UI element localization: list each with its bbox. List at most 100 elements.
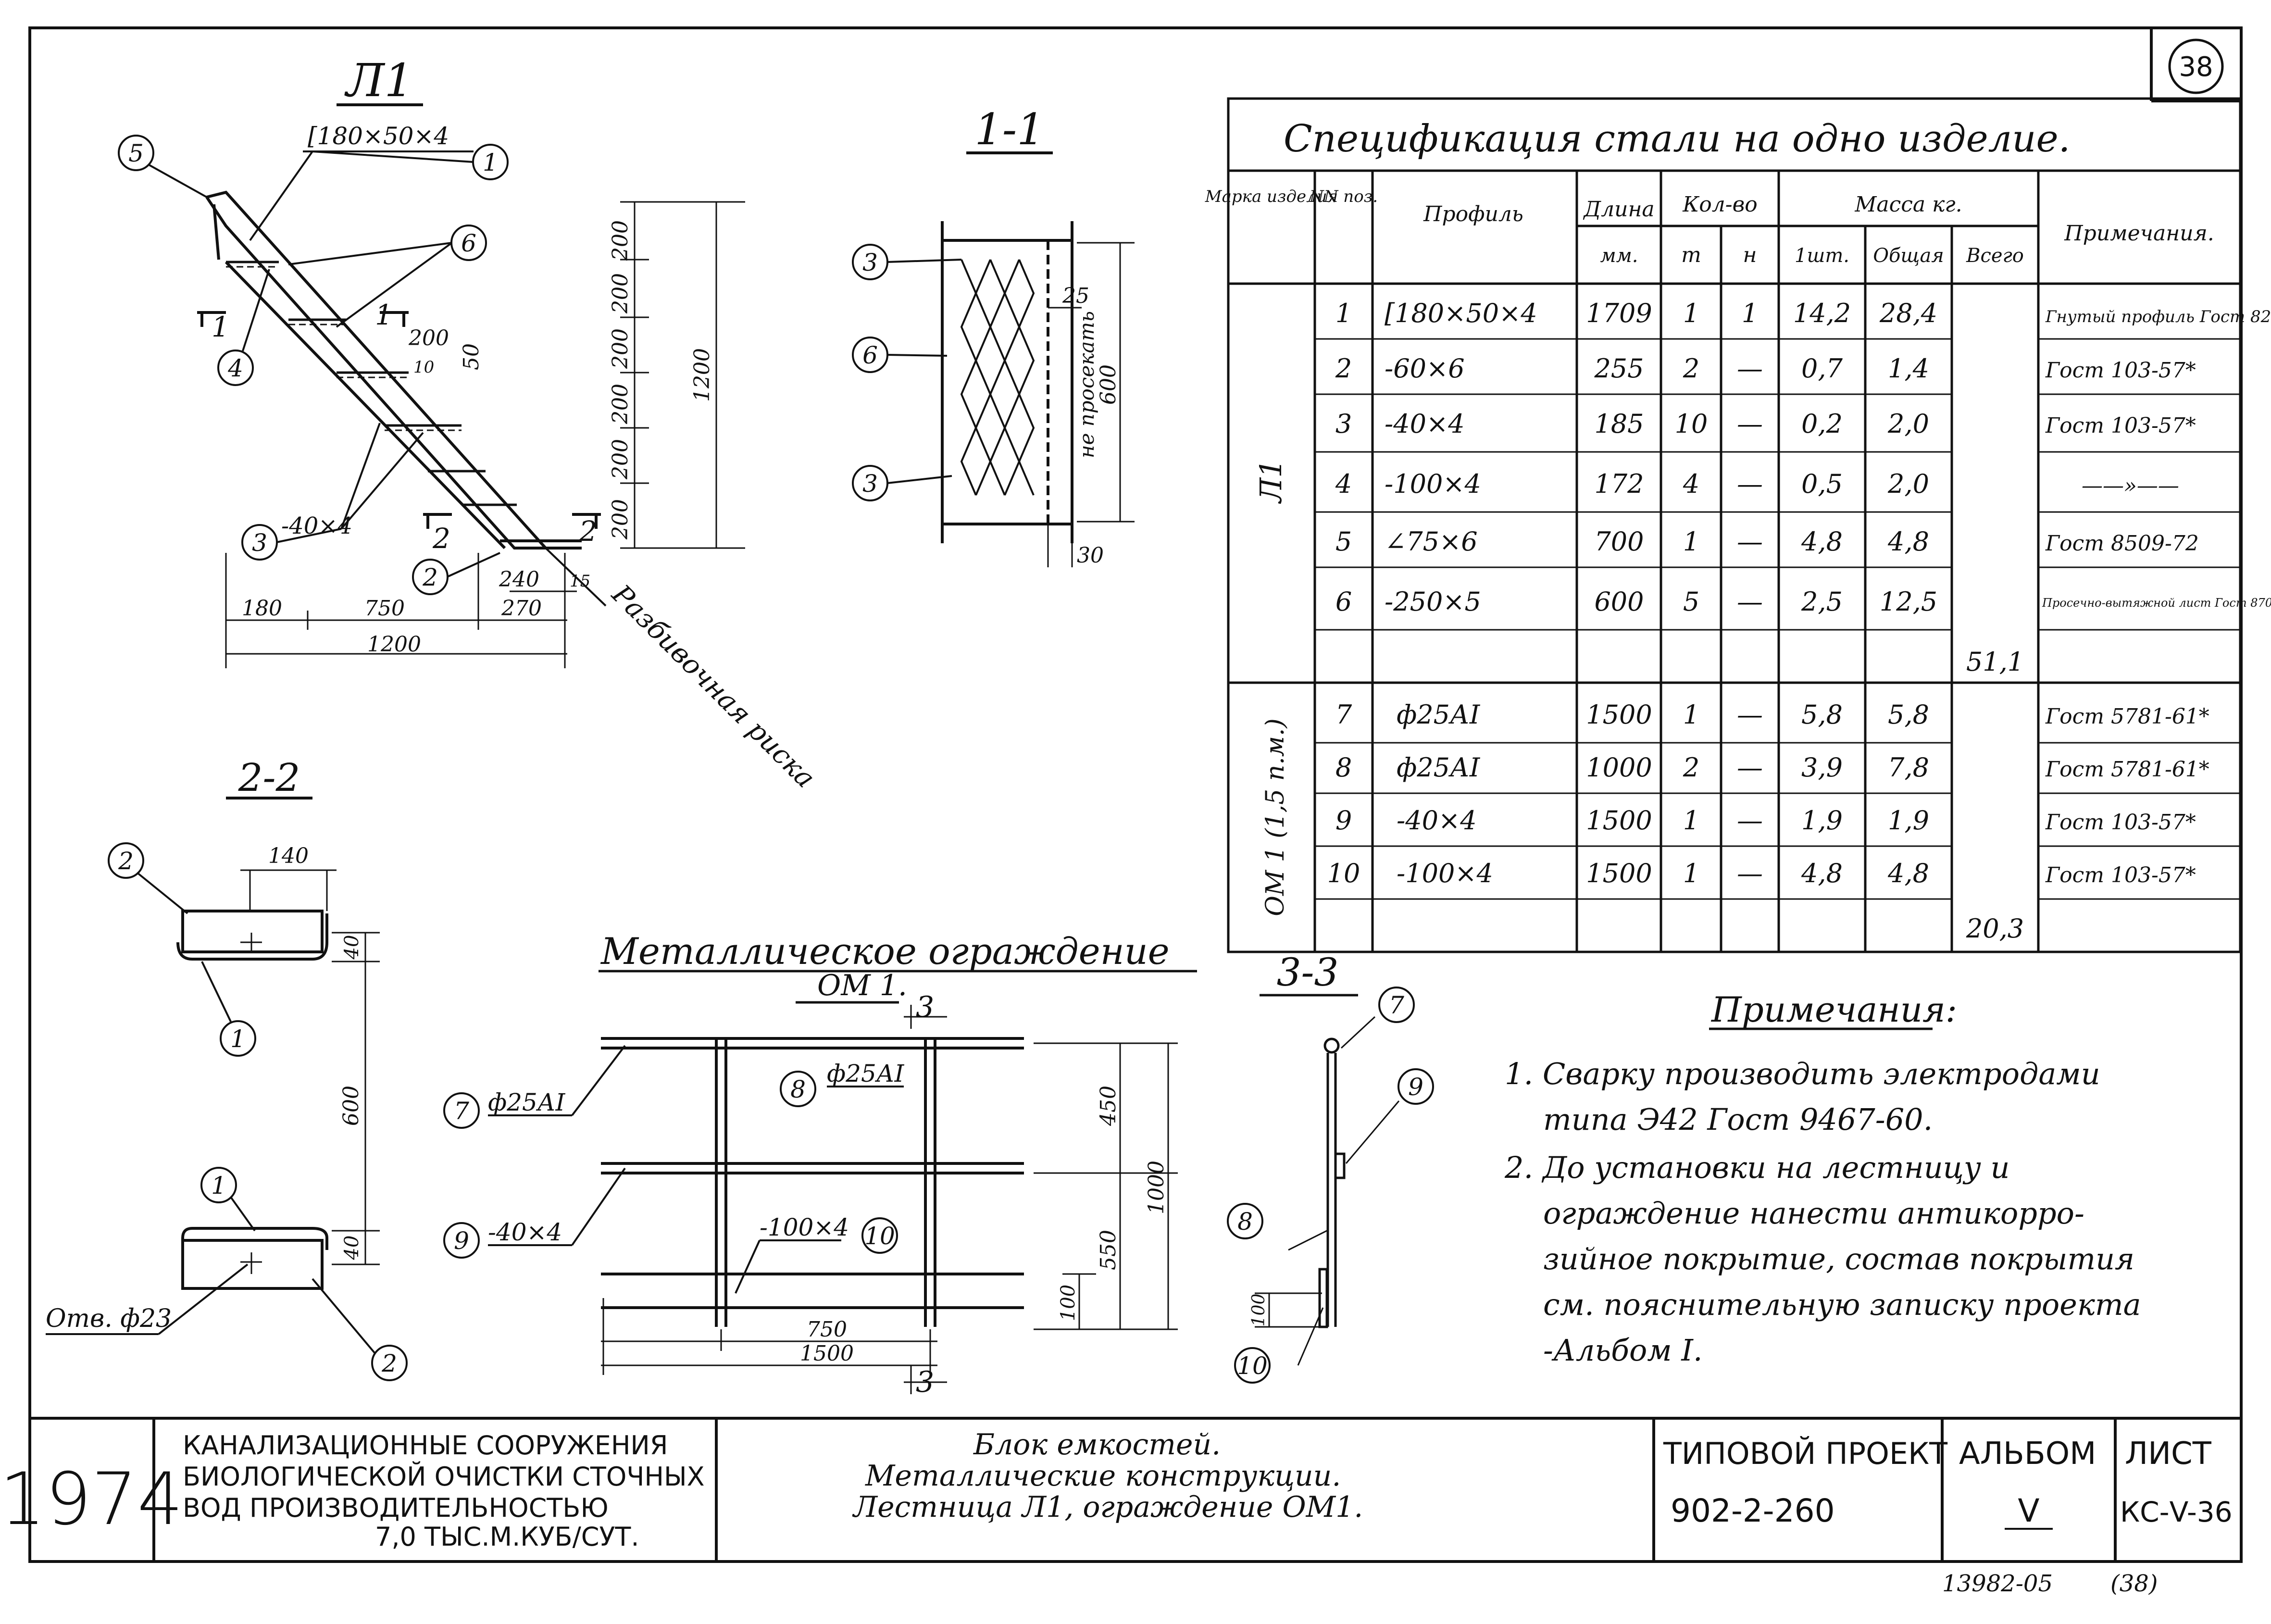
album-label: АЛЬБОМ <box>1959 1436 2096 1472</box>
dim-750: 750 <box>364 596 405 621</box>
dim-40-top: 40 <box>341 935 363 960</box>
cell-mass-total: 4,8 <box>1887 858 1929 888</box>
dim-step-3: 200 <box>608 328 633 369</box>
cell-mass-total: 4,8 <box>1887 526 1929 557</box>
cell-note: Просечно-вытяжной лист Гост 8706-58 <box>2042 596 2271 610</box>
spec-row: 10 -100×4 1500 1 — 4,8 4,8 Гост 103-57* <box>1327 858 2196 888</box>
dim-step-6: 200 <box>608 499 633 540</box>
cell-mass-total: 5,8 <box>1888 700 1929 730</box>
org-line-3: ВОД ПРОИЗВОДИТЕЛЬНОСТЬЮ <box>183 1493 609 1523</box>
hdr-qty-t: т <box>1681 243 1701 267</box>
railing-title: Металлическое ограждение <box>600 930 1170 973</box>
hdr-length: Длина <box>1583 197 1654 222</box>
dim-450: 450 <box>1096 1086 1121 1126</box>
project-number: 902-2-260 <box>1671 1492 1835 1529</box>
group-total-l1: 51,1 <box>1966 647 2024 677</box>
org-line-1: КАНАЛИЗАЦИОННЫЕ СООРУЖЕНИЯ <box>183 1430 668 1461</box>
cell-profile: ф25АI <box>1397 700 1481 730</box>
callout-10-s33: 10 <box>1237 1352 1268 1380</box>
cell-mass-total: 12,5 <box>1880 587 1937 617</box>
section-3-3-title: 3-3 <box>1277 950 1339 995</box>
cell-t: 1 <box>1683 700 1699 730</box>
cell-n: — <box>1737 353 1763 384</box>
cell-n: — <box>1737 858 1763 888</box>
section-mark-3-top: 3 <box>916 990 934 1024</box>
dim-600: 600 <box>1096 364 1121 405</box>
cell-note: Гост 103-57* <box>2045 810 2196 835</box>
notes-title: Примечания: <box>1710 989 1957 1030</box>
callout-6-mid: 6 <box>862 341 878 369</box>
cell-pos: 7 <box>1335 700 1352 730</box>
hdr-mass-1: 1шт. <box>1795 245 1849 267</box>
title-block: 1974 КАНАЛИЗАЦИОННЫЕ СООРУЖЕНИЯ БИОЛОГИЧ… <box>0 1417 2241 1562</box>
hdr-length-unit: мм. <box>1600 245 1638 267</box>
dim-1200: 1200 <box>367 632 421 657</box>
project-label: ТИПОВОЙ ПРОЕКТ <box>1663 1436 1948 1471</box>
cell-t: 1 <box>1683 805 1699 836</box>
cell-t: 4 <box>1683 469 1699 499</box>
cell-length: 700 <box>1594 526 1644 557</box>
spec-row: 7 ф25АI 1500 1 — 5,8 5,8 Гост 5781-61* <box>1335 700 2209 730</box>
dim-750-rail: 750 <box>807 1317 847 1342</box>
cell-mass-total: 7,8 <box>1888 752 1929 783</box>
callout-8-rail: 8 <box>790 1075 806 1103</box>
dim-25: 25 <box>1062 284 1089 308</box>
cell-t: 1 <box>1683 298 1699 328</box>
callout-1-s22b: 1 <box>211 1172 226 1199</box>
cell-t: 5 <box>1683 587 1699 617</box>
hdr-mass: Масса кг. <box>1854 192 1962 217</box>
dim-240: 240 <box>499 567 539 592</box>
spec-row: 4 -100×4 172 4 — 0,5 2,0 ——»—— <box>1335 469 2179 499</box>
railing-om1: Металлическое ограждение ОМ 1. <box>443 930 1197 1399</box>
org-line-2: БИОЛОГИЧЕСКОЙ ОЧИСТКИ СТОЧНЫХ <box>183 1462 705 1492</box>
cell-pos: 4 <box>1335 469 1352 499</box>
section-mark-2a: 2 <box>432 522 450 555</box>
notes-column-rules <box>2038 338 2240 900</box>
label-top-rail: ф25АI <box>488 1088 566 1116</box>
cell-profile: [180×50×4 <box>1385 298 1537 328</box>
hdr-mass-all: Всего <box>1966 245 2024 267</box>
dim-100: 100 <box>1057 1285 1079 1321</box>
cell-length: 1000 <box>1586 752 1652 783</box>
cell-n: — <box>1737 700 1763 730</box>
hdr-profile: Профиль <box>1423 202 1523 226</box>
section-mark-1b: 1 <box>375 299 393 331</box>
dim-550: 550 <box>1096 1230 1121 1270</box>
label-mid-rail: -40×4 <box>488 1218 562 1246</box>
cell-length: 1709 <box>1586 298 1652 328</box>
cell-note: Гост 8509-72 <box>2045 531 2199 556</box>
cell-note: Гост 103-57* <box>2045 863 2196 887</box>
cell-mass-1: 5,8 <box>1801 700 1843 730</box>
cell-note: Гнутый профиль Гост 8278-83 <box>2045 307 2271 326</box>
section-2-2-title: 2-2 <box>238 755 300 800</box>
dim-600-s22: 600 <box>339 1086 363 1126</box>
callout-3-top: 3 <box>862 249 878 276</box>
sheet-number: КС-V-36 <box>2120 1496 2233 1528</box>
callout-7-rail: 7 <box>454 1097 469 1125</box>
dim-1000: 1000 <box>1144 1161 1169 1214</box>
callout-7-s33: 7 <box>1389 991 1404 1019</box>
group-total-om1: 20,3 <box>1966 913 2024 944</box>
spec-row: 5 ∠75×6 700 1 — 4,8 4,8 Гост 8509-72 <box>1335 526 2199 557</box>
archive-stamp: 13982-05 <box>1942 1570 2053 1597</box>
year: 1974 <box>0 1458 183 1541</box>
cell-profile: -100×4 <box>1397 858 1493 888</box>
cell-profile: -60×6 <box>1385 353 1465 384</box>
dim-step-1: 200 <box>608 220 633 261</box>
spec-title: Спецификация стали на одно изделие. <box>1284 117 2070 161</box>
section-mark-2b: 2 <box>579 515 597 548</box>
callout-8-s33: 8 <box>1237 1208 1253 1236</box>
hole-label: Отв. ф23 <box>46 1304 172 1333</box>
cell-mass-total: 2,0 <box>1887 469 1929 499</box>
cell-profile: -40×4 <box>1397 805 1477 836</box>
section-mark-1a: 1 <box>212 311 229 343</box>
cell-n: — <box>1737 469 1763 499</box>
group-mark-om1: ОМ 1 (1,5 п.м.) <box>1261 718 1290 916</box>
cell-n: — <box>1737 587 1763 617</box>
cell-n: — <box>1737 752 1763 783</box>
channel-label: [180×50×4 <box>308 122 449 150</box>
hdr-mass-total: Общая <box>1873 245 1944 267</box>
hdr-qty: Кол-во <box>1682 192 1758 217</box>
cell-profile: ∠75×6 <box>1385 526 1478 557</box>
railing-subtitle: ОМ 1. <box>817 969 907 1002</box>
